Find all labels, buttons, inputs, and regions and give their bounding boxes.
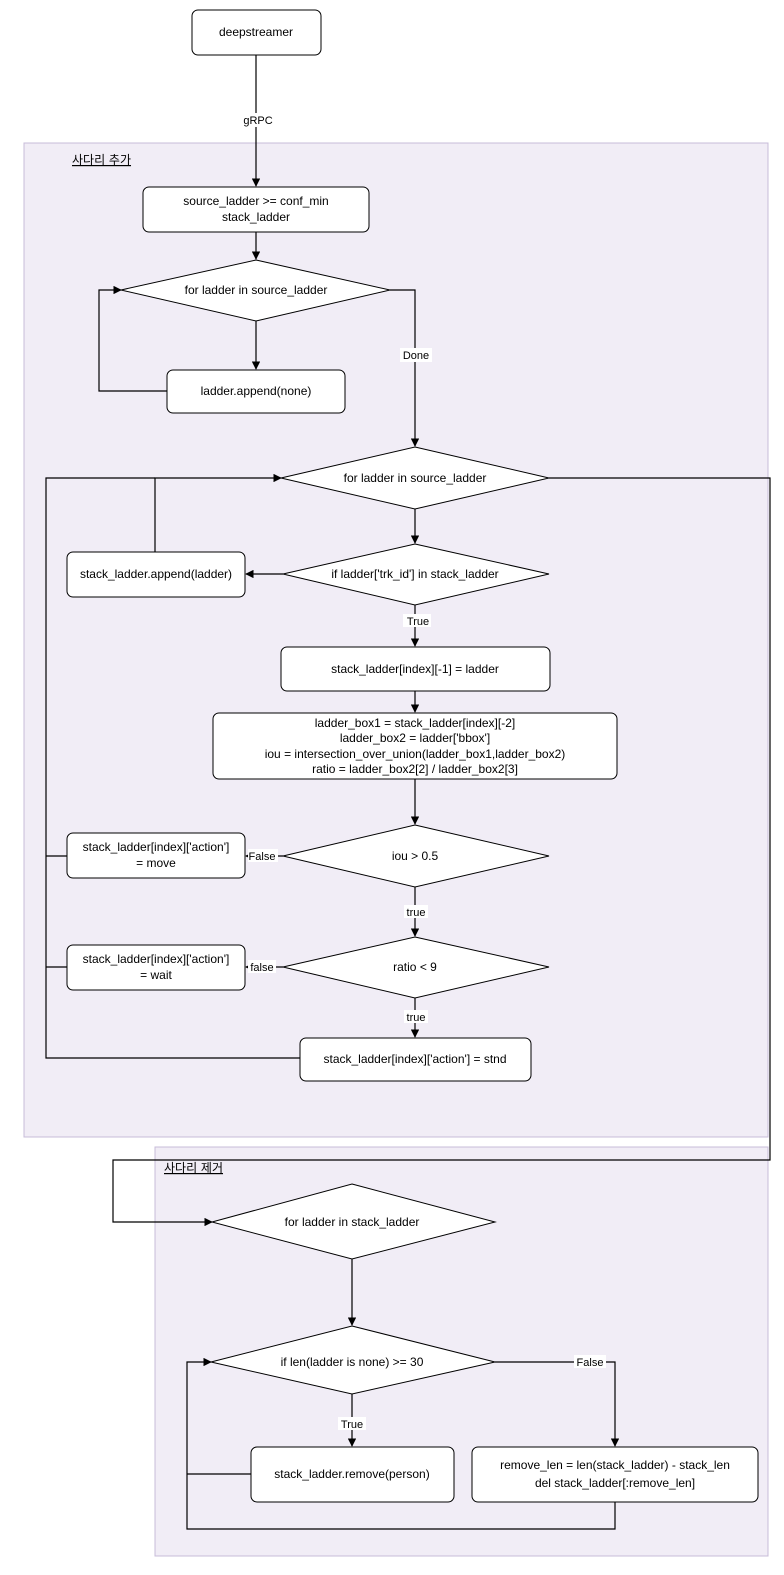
node-len-check (210, 1325, 496, 1395)
node-loop1-label: for ladder in source_ladder (185, 283, 328, 297)
node-iou-check-label: iou > 0.5 (392, 849, 439, 863)
edge-label-false-len: False (577, 1357, 604, 1369)
node-init-line2: stack_ladder (222, 210, 290, 224)
node-action-move-line1: stack_ladder[index]['action'] (83, 840, 230, 854)
node-check-trk (282, 543, 550, 606)
node-loop2-label: for ladder in source_ladder (344, 471, 487, 485)
edge-label-done: Done (403, 350, 429, 362)
node-loop2 (280, 446, 550, 510)
node-compute-line4: ratio = ladder_box2[2] / ladder_box2[3] (312, 762, 518, 776)
node-loop3 (210, 1183, 497, 1260)
edge-len-false (495, 1361, 620, 1447)
node-append-none-label: ladder.append(none) (201, 384, 312, 398)
edge-label-true-len: True (341, 1419, 363, 1431)
node-remove-len-line2: del stack_ladder[:remove_len] (535, 1476, 695, 1490)
node-action-wait-line1: stack_ladder[index]['action'] (83, 952, 230, 966)
edge-label-true: True (407, 616, 429, 628)
edge-append-loop1 (98, 285, 167, 392)
edge-label-grpc: gRPC (243, 115, 272, 127)
node-remove-person-label: stack_ladder.remove(person) (274, 1467, 429, 1481)
node-compute-line3: iou = intersection_over_union(ladder_box… (265, 747, 566, 761)
node-action-wait (66, 944, 246, 991)
node-remove-person (250, 1446, 455, 1503)
node-action-stnd-label: stack_ladder[index]['action'] = stnd (323, 1052, 506, 1066)
node-check-trk-label: if ladder['trk_id'] in stack_ladder (331, 567, 498, 581)
edge-removelen-back (186, 1357, 616, 1530)
node-iou-check (282, 824, 550, 888)
node-action-move-line2: = move (136, 856, 176, 870)
node-init-line1: source_ladder >= conf_min (183, 194, 328, 208)
node-action-wait-line2: = wait (140, 968, 172, 982)
node-action-move (66, 832, 246, 879)
section-remove-title: 사다리 제거 (164, 1161, 223, 1175)
edge-done (390, 289, 420, 447)
section-add-title: 사다리 추가 (72, 153, 131, 167)
node-deepstreamer-label: deepstreamer (219, 25, 293, 39)
node-stack-append (66, 551, 246, 598)
node-action-stnd (299, 1037, 532, 1082)
node-compute-line1: ladder_box1 = stack_ladder[index][-2] (315, 716, 515, 730)
node-remove-len-line1: remove_len = len(stack_ladder) - stack_l… (500, 1458, 730, 1472)
edge-label-true-iou: true (407, 907, 426, 919)
node-compute-line2: ladder_box2 = ladder['bbox'] (340, 731, 490, 745)
edge-label-false-iou: False (249, 851, 276, 863)
node-ratio-check-label: ratio < 9 (393, 960, 437, 974)
edge-label-true-ratio: true (407, 1012, 426, 1024)
node-init (142, 186, 370, 233)
node-set-index (280, 646, 551, 692)
node-len-check-label: if len(ladder is none) >= 30 (281, 1355, 424, 1369)
node-append-none (166, 369, 346, 414)
edge-loop2-exit (112, 477, 771, 1227)
node-ratio-check (282, 936, 550, 999)
node-loop3-label: for ladder in stack_ladder (285, 1215, 420, 1229)
node-stack-append-label: stack_ladder.append(ladder) (80, 567, 232, 581)
node-remove-len (471, 1446, 759, 1503)
node-set-index-label: stack_ladder[index][-1] = ladder (331, 662, 499, 676)
node-deepstreamer (191, 9, 322, 56)
node-compute (212, 712, 618, 780)
edge-stnd-back (45, 477, 300, 1059)
edge-label-false-ratio: false (250, 962, 273, 974)
node-loop1 (120, 259, 391, 322)
